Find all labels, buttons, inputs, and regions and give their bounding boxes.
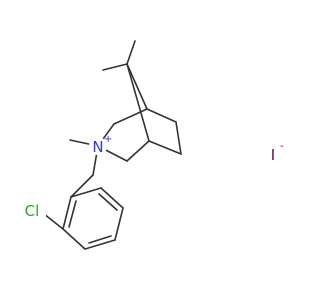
bond-ring-2 <box>62 228 86 250</box>
bond-ch2-aryl <box>70 174 94 198</box>
chlorine-atom: Cl <box>20 202 46 222</box>
bond-bridge-methyl-a <box>102 63 128 71</box>
bond-c7-c6 <box>175 121 182 155</box>
benzyl-bonds <box>43 174 124 250</box>
iodide-charge: - <box>280 141 284 152</box>
iodide-ion: I - <box>271 141 284 164</box>
iodide-symbol: I <box>271 146 275 164</box>
chlorine-symbol: Cl <box>25 202 40 220</box>
bond-aryl-cl <box>43 213 64 230</box>
bond-bridge-methyl-b <box>126 40 136 65</box>
bond-ring-double-c <box>98 193 118 211</box>
bond-ring-double-a <box>68 200 77 228</box>
bond-ring-3 <box>84 239 116 250</box>
bond-c5-bridge <box>126 63 150 142</box>
bond-c1-bridge <box>126 63 148 110</box>
bond-c1-c7 <box>146 108 177 123</box>
bond-ring-5 <box>100 187 124 209</box>
bond-c6-c5 <box>148 140 182 155</box>
bond-ring-6 <box>70 187 102 198</box>
bond-c5-c4 <box>126 140 150 162</box>
chemical-structure-diagram: N + Cl I - <box>20 40 284 250</box>
bond-c1-c2 <box>113 108 148 125</box>
nitrogen-charge: + <box>104 134 112 145</box>
bond-ring-4 <box>114 207 124 241</box>
bond-ring-1 <box>62 196 72 230</box>
bond-ring-double-b <box>88 235 112 244</box>
nitrogen-atom: N + <box>89 134 112 156</box>
nitrogen-symbol: N <box>92 138 103 156</box>
bicyclic-ring-bonds <box>69 40 182 176</box>
